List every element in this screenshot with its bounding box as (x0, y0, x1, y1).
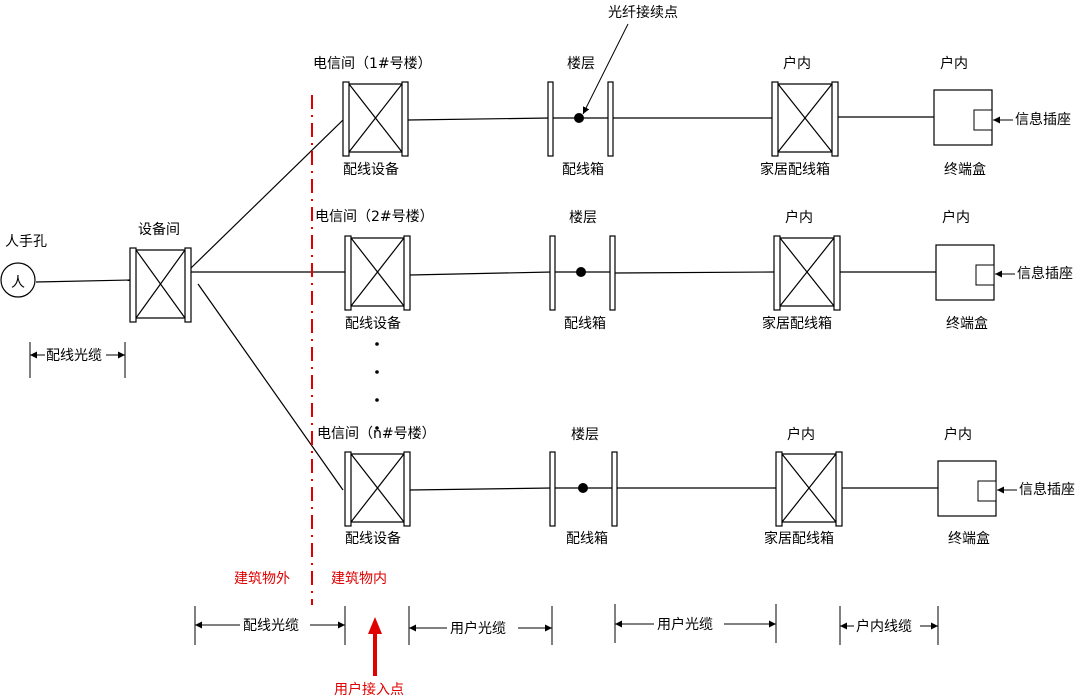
indoor-2b-label: 户内 (942, 209, 970, 226)
fiber-splice-icon (578, 483, 588, 493)
info-socket-n-label: 信息插座 (1019, 481, 1075, 498)
manhole-icon (0, 262, 36, 298)
home-distribution-box-2-label: 家居配线箱 (762, 315, 832, 332)
manhole-node: 人 人手孔 (0, 234, 47, 298)
indoor-1b-label: 户内 (940, 55, 968, 72)
up-arrow-icon (368, 617, 382, 634)
indoor-1a-label: 户内 (783, 55, 811, 72)
bottom-dimensions: 配线光缆 用户光缆 用户光缆 户内线缆 (194, 604, 939, 645)
manhole-label: 人手孔 (5, 234, 47, 250)
equipment-room-label: 设备间 (138, 221, 180, 238)
telecom-room-2-label: 电信间（2#号楼） (315, 209, 434, 225)
outside-building-label: 建筑物外 (234, 571, 290, 587)
info-socket-2-label: 信息插座 (1017, 265, 1073, 282)
manhole-cable-label: 配线光缆 (46, 348, 102, 364)
fiber-splice-label: 光纤接续点 (608, 4, 678, 21)
floor-n-label: 楼层 (571, 427, 599, 443)
manhole-icon-glyph: 人 (11, 275, 25, 291)
user-access-point: 用户接入点 (334, 617, 404, 698)
trunk-line-1 (190, 119, 344, 269)
distribution-box-2-label: 配线箱 (564, 316, 606, 332)
distribution-equipment-n-label: 配线设备 (345, 530, 401, 547)
floor-2-label: 楼层 (569, 210, 597, 226)
user-access-point-label: 用户接入点 (334, 681, 404, 698)
indoor-na-label: 户内 (787, 426, 815, 443)
distribution-box-1-label: 配线箱 (562, 162, 604, 178)
info-socket-1-label: 信息插座 (1015, 111, 1071, 128)
indoor-cable-label: 户内线缆 (856, 618, 912, 635)
row-building-2: 电信间（2#号楼） 配线设备 楼层 配线箱 户内 家居配线箱 户内 终端盒 信息… (315, 209, 1073, 332)
fiber-splice-icon (574, 113, 584, 123)
distribution-equipment-1-label: 配线设备 (343, 161, 399, 178)
inside-building-label: 建筑物内 (331, 571, 387, 587)
terminal-box-n-label: 终端盒 (948, 530, 990, 547)
telecom-room-1-label: 电信间（1#号楼） (313, 56, 432, 72)
user-cable-1-label: 用户光缆 (450, 620, 506, 637)
distribution-cable-label: 配线光缆 (243, 618, 299, 634)
terminal-box-2-label: 终端盒 (946, 315, 988, 332)
distribution-equipment-1 (342, 81, 409, 157)
indoor-2a-label: 户内 (785, 209, 813, 226)
equipment-room: 设备间 (129, 221, 192, 323)
row-building-1: 电信间（1#号楼） 配线设备 楼层 配线箱 户内 家居配线箱 (313, 55, 1071, 178)
ellipsis-dots (375, 342, 379, 430)
telecom-room-n-label: 电信间（n#号楼） (317, 426, 436, 442)
distribution-equipment-2-label: 配线设备 (345, 315, 401, 332)
home-distribution-box-1-label: 家居配线箱 (760, 161, 830, 178)
manhole-cable-dimension: 配线光缆 (29, 342, 126, 378)
indoor-nb-label: 户内 (944, 426, 972, 443)
manhole-to-equipment-line (35, 279, 131, 283)
trunk-line-n (197, 283, 344, 491)
terminal-box-1-label: 终端盒 (944, 161, 986, 178)
row-building-n: 电信间（n#号楼） 配线设备 楼层 配线箱 户内 家居配线箱 户内 终端盒 信息… (317, 426, 1075, 547)
user-cable-2-label: 用户光缆 (657, 616, 713, 633)
distribution-box-n-label: 配线箱 (566, 531, 608, 547)
fiber-splice-icon (576, 267, 586, 277)
home-distribution-box-n-label: 家居配线箱 (764, 530, 834, 547)
floor-1-label: 楼层 (567, 56, 595, 72)
fiber-splice-pointer (582, 23, 629, 115)
